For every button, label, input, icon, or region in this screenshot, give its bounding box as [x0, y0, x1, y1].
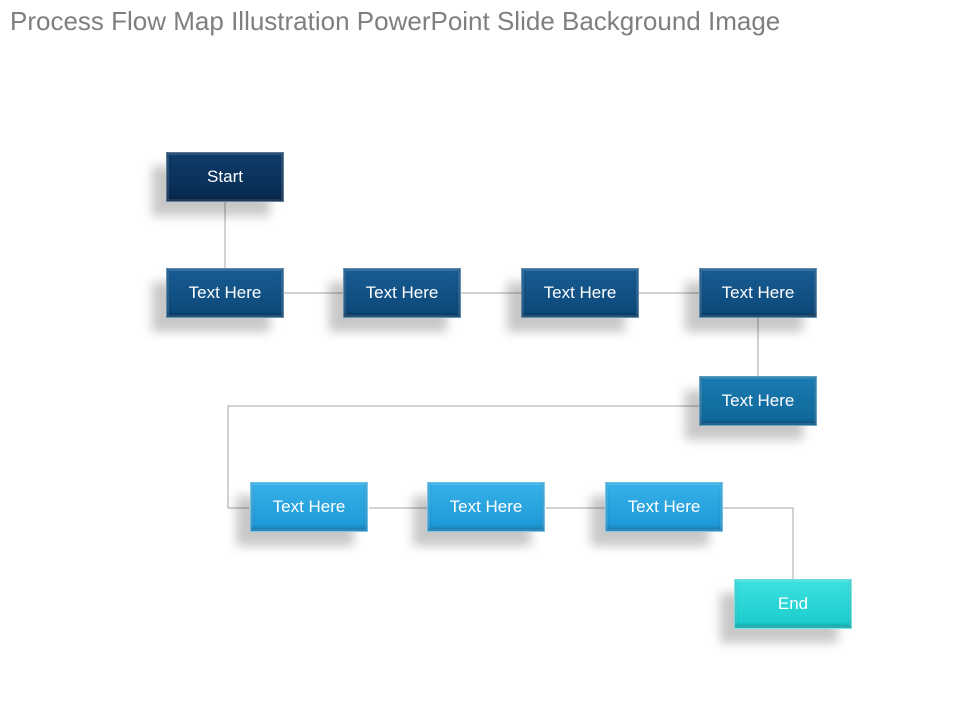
process-step-7-label: Text Here	[449, 497, 523, 516]
slide-title: Process Flow Map Illustration PowerPoint…	[10, 6, 781, 36]
process-step-4-label: Text Here	[721, 283, 795, 302]
process-step-4: Text Here	[699, 268, 817, 318]
process-step-1-label: Text Here	[188, 283, 262, 302]
process-step-1: Text Here	[166, 268, 284, 318]
process-step-6-label: Text Here	[272, 497, 346, 516]
process-step-8-label: Text Here	[627, 497, 701, 516]
end-node-label: End	[777, 594, 809, 613]
start-node-label: Start	[207, 167, 243, 186]
connector-row2-to-end	[723, 507, 794, 579]
process-step-5-label: Text Here	[721, 391, 795, 410]
process-step-7: Text Here	[427, 482, 545, 532]
process-step-6: Text Here	[250, 482, 368, 532]
start-node: Start	[166, 152, 284, 202]
process-step-3: Text Here	[521, 268, 639, 318]
process-step-2: Text Here	[343, 268, 461, 318]
process-step-3-label: Text Here	[543, 283, 617, 302]
end-node: End	[734, 579, 852, 629]
process-step-2-label: Text Here	[365, 283, 439, 302]
process-step-5: Text Here	[699, 376, 817, 426]
process-step-8: Text Here	[605, 482, 723, 532]
connector-middle-to-row2	[227, 405, 699, 509]
